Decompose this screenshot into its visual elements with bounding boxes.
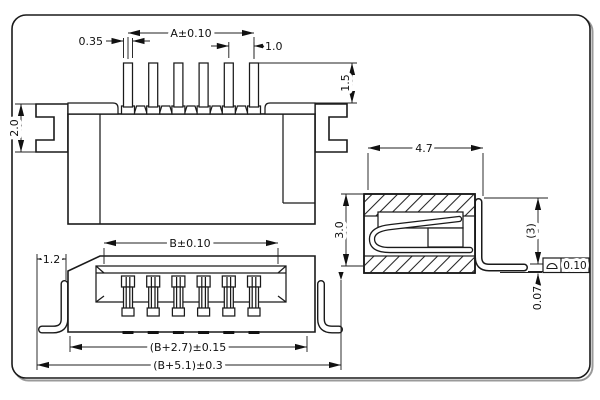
left-ear (35, 103, 69, 153)
smt-lead (474, 198, 528, 272)
front-view: B±0.10 1.2 (B+2.7)±0.15 (B+5.1)±0.3 (36, 234, 344, 376)
dim-label-a: A±0.10 (170, 27, 211, 40)
foot-edge-arrow (338, 272, 344, 280)
dim-ear-height: 2.0 (5, 103, 36, 153)
dim-depth: 4.7 (367, 139, 484, 196)
dim-b: B±0.10 (103, 234, 279, 264)
dim-label-pitch: 1.0 (265, 40, 283, 53)
contacts (120, 275, 262, 317)
dim-label-mid-width: (B+2.7)±0.15 (150, 341, 227, 354)
dim-label-overall-width: (B+5.1)±0.3 (153, 359, 223, 372)
solder-tails (122, 62, 260, 108)
dim-label-foot-offset: 1.2 (43, 253, 61, 266)
left-foot (38, 280, 69, 334)
dim-label-height: 3.0 (333, 221, 346, 239)
dim-label-depth: 4.7 (415, 142, 433, 155)
right-ear (314, 103, 348, 153)
dim-pin-height: 1.5 (259, 62, 357, 104)
dim-standoff: 0.07 (528, 271, 548, 314)
dim-mid-width: (B+2.7)±0.15 (69, 336, 308, 358)
dim-label-standoff: 0.07 (531, 286, 544, 311)
dim-a: A±0.10 (127, 24, 255, 59)
contact-tips (122, 331, 260, 334)
housing-body (67, 113, 316, 225)
dim-pitch: 1.0 (211, 37, 286, 58)
dim-overall-width: (B+5.1)±0.3 (37, 272, 344, 376)
spring-contact (368, 215, 474, 254)
dim-height: 3.0 (330, 193, 363, 267)
dim-foot-offset: 1.2 (36, 250, 67, 370)
dim-label-b: B±0.10 (169, 237, 210, 250)
dim-label-height-ref: (3) (525, 223, 538, 239)
tolerance-value: 0.10 (563, 260, 586, 272)
inner-block (427, 227, 464, 248)
dim-label-pin-width: 0.35 (79, 35, 104, 48)
side-view: 4.7 3.0 (3) 0.07 0.10 (330, 139, 590, 314)
dim-height-ref: (3) (484, 197, 548, 265)
dim-label-ear-height: 2.0 (8, 119, 21, 137)
dim-pin-width: 0.35 (75, 32, 150, 58)
left-plateau (67, 102, 119, 115)
dim-label-pin-height: 1.5 (339, 74, 352, 92)
top-view: A±0.10 0.35 1.0 1.5 (5, 24, 357, 225)
tolerance-frame: 0.10 (542, 257, 590, 275)
hatch-bottom-wall (363, 255, 476, 274)
right-plateau (264, 102, 316, 115)
right-foot (317, 280, 343, 334)
surface-profile-icon (546, 263, 558, 270)
